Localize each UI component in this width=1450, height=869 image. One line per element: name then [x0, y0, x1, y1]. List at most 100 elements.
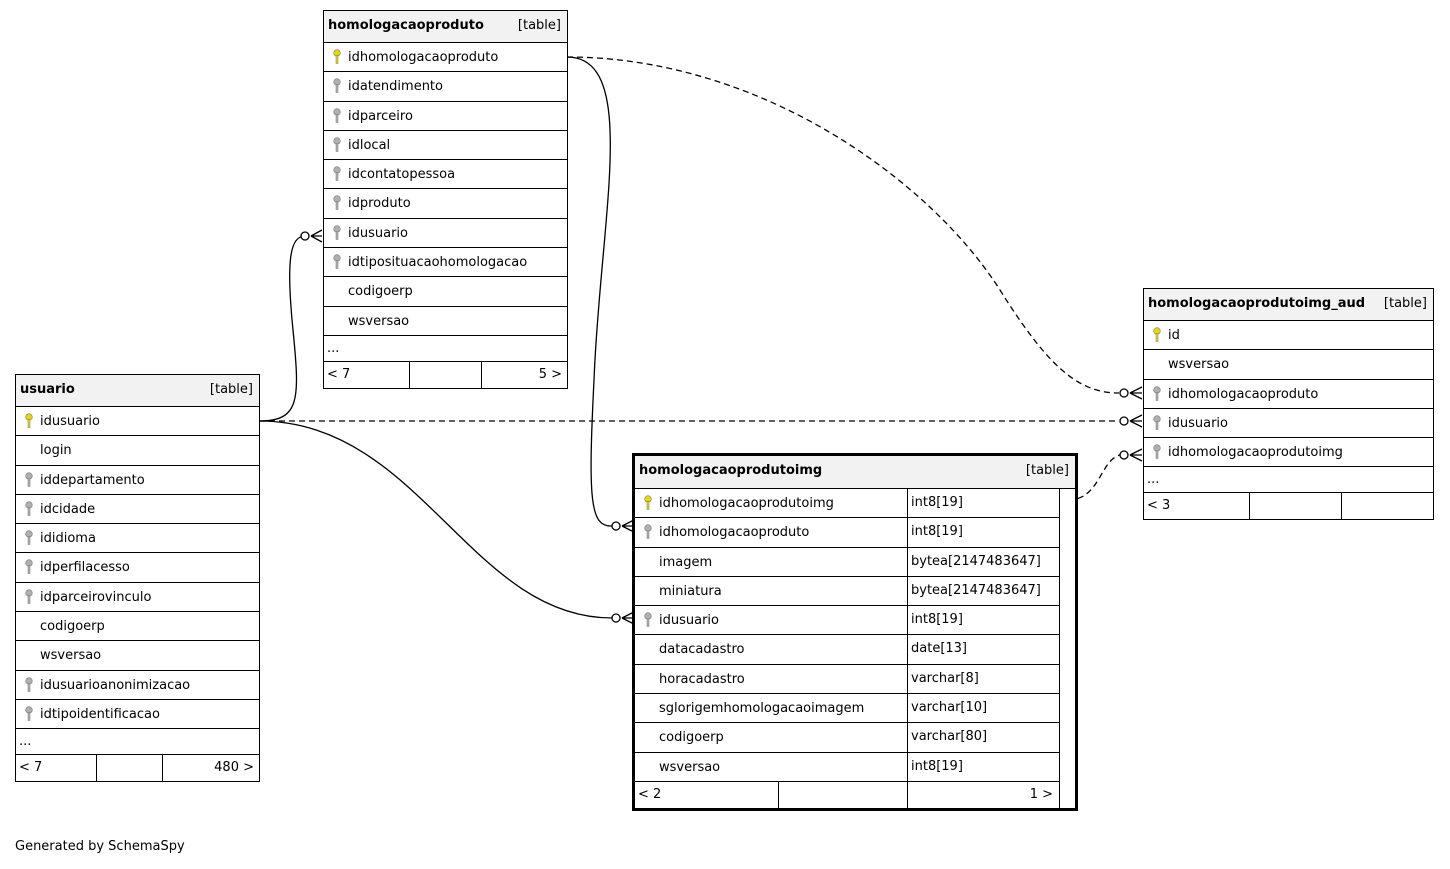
table-header: homologacaoprodutoimg [table] — [635, 456, 1075, 489]
column-name: idhomologacaoproduto — [348, 50, 499, 65]
column-name: idparceirovinculo — [40, 589, 152, 605]
column-name: idperfilacesso — [40, 560, 130, 576]
parents-count: < 7 — [327, 366, 351, 382]
foreign-key-icon — [24, 471, 34, 488]
primary-key-icon — [332, 49, 342, 65]
table-header: homologacaoprodutoimg_aud [table] — [1144, 289, 1433, 321]
column-name: idproduto — [348, 196, 411, 212]
table-footer: < 3 — [1144, 493, 1433, 520]
column-name: idhomologacaoprodutoimg — [1168, 445, 1343, 461]
more-columns: ... — [324, 336, 567, 362]
column-row[interactable]: ididioma — [16, 524, 259, 554]
foreign-key-icon — [332, 166, 342, 182]
column-name: idcidade — [40, 501, 96, 517]
crowfoot — [1129, 386, 1143, 400]
column-type: int8[19] — [907, 489, 963, 518]
table-homologacaoprodutoimg[interactable]: homologacaoprodutoimg [table] idhomologa… — [632, 453, 1078, 811]
column-name: wsversao — [1168, 357, 1230, 373]
column-type: int8[19] — [907, 752, 963, 781]
table-footer: < 2 1 > — [635, 781, 1060, 808]
column-row[interactable]: idproduto — [324, 189, 567, 219]
column-row[interactable]: login — [16, 436, 259, 466]
relation-usuario-homologacaoproduto — [258, 235, 306, 422]
foreign-key-icon — [24, 677, 34, 693]
foreign-key-icon — [332, 137, 342, 153]
column-row[interactable]: idusuario — [1144, 409, 1433, 439]
table-homologacaoprodutoimg-aud[interactable]: homologacaoprodutoimg_aud [table] id wsve… — [1143, 288, 1434, 521]
relation-usuario-homologacaoprodutoimg — [258, 420, 613, 619]
column-row[interactable]: idlocal — [324, 131, 567, 161]
column-name: idusuario — [40, 414, 100, 429]
foreign-key-icon — [24, 589, 34, 605]
column-row[interactable]: idatendimento — [324, 72, 567, 102]
column-row[interactable]: idusuario — [16, 407, 259, 437]
crowfoot — [1129, 414, 1143, 428]
column-row[interactable]: idparceirovinculo — [16, 583, 259, 613]
table-name: homologacaoprodutoimg — [639, 463, 823, 478]
foreign-key-icon — [332, 254, 342, 270]
column-name: wsversao — [40, 648, 102, 664]
column-row[interactable]: idhomologacaoprodutoimg — [1144, 438, 1433, 468]
column-name: idtiposituacaohomologacao — [348, 255, 528, 271]
column-row[interactable]: idusuario — [324, 219, 567, 249]
column-name: idtipoidentificacao — [40, 706, 160, 722]
foreign-key-icon — [24, 530, 34, 546]
column-type: varchar[10] — [907, 694, 987, 723]
column-name: idparceiro — [348, 108, 413, 124]
column-row[interactable]: codigoerp — [324, 277, 567, 307]
column-row[interactable]: wsversao — [1144, 350, 1433, 380]
column-row[interactable]: iddepartamento — [16, 466, 259, 495]
table-homologacaoproduto[interactable]: homologacaoproduto [table] idhomologacao… — [323, 10, 568, 389]
column-type: int8[19] — [907, 606, 963, 635]
children-count: 1 > — [1029, 786, 1053, 802]
primary-key-icon — [643, 495, 653, 511]
column-name: codigoerp — [659, 730, 724, 746]
relation-homologacaoproduto-aud — [566, 56, 1120, 394]
table-type: [table] — [1383, 296, 1427, 311]
parents-count: < 7 — [19, 760, 43, 776]
column-row[interactable]: wsversao — [324, 307, 567, 336]
column-type: bytea[2147483647] — [907, 576, 1041, 606]
foreign-key-icon — [643, 524, 653, 540]
column-type: int8[19] — [907, 518, 963, 547]
foreign-key-icon — [24, 559, 34, 575]
column-row[interactable]: idhomologacaoproduto — [1144, 380, 1433, 409]
column-name: idcontatopessoa — [348, 167, 456, 183]
column-name: idusuario — [348, 225, 408, 241]
column-row[interactable]: idusuarioanonimizacao — [16, 671, 259, 700]
column-row[interactable]: wsversao — [16, 641, 259, 671]
column-row[interactable]: idtiposituacaohomologacao — [324, 248, 567, 278]
column-type: varchar[8] — [907, 664, 979, 694]
table-type: [table] — [209, 382, 253, 397]
column-row[interactable]: idhomologacaoproduto — [324, 43, 567, 73]
column-row[interactable]: codigoerp — [16, 612, 259, 642]
column-name: idhomologacaoproduto — [1168, 386, 1319, 402]
column-row[interactable]: idtipoidentificacao — [16, 700, 259, 730]
column-row[interactable]: idparceiro — [324, 102, 567, 131]
relation-end-circle — [611, 521, 621, 531]
generated-by-credit: Generated by SchemaSpy — [15, 839, 185, 854]
column-name: ididioma — [40, 531, 96, 547]
relation-homologacaoproduto-homologacaoprodutoimg — [566, 56, 613, 527]
column-row[interactable]: idcidade — [16, 495, 259, 525]
column-row[interactable]: id — [1144, 321, 1433, 351]
column-row[interactable]: idcontatopessoa — [324, 160, 567, 190]
table-name: homologacaoprodutoimg_aud — [1148, 296, 1366, 311]
column-row[interactable]: idperfilacesso — [16, 553, 259, 583]
foreign-key-icon — [24, 501, 34, 517]
relation-end-circle — [1119, 388, 1129, 398]
foreign-key-icon — [332, 225, 342, 241]
foreign-key-icon — [332, 107, 342, 124]
table-footer: < 7 480 > — [16, 755, 259, 782]
